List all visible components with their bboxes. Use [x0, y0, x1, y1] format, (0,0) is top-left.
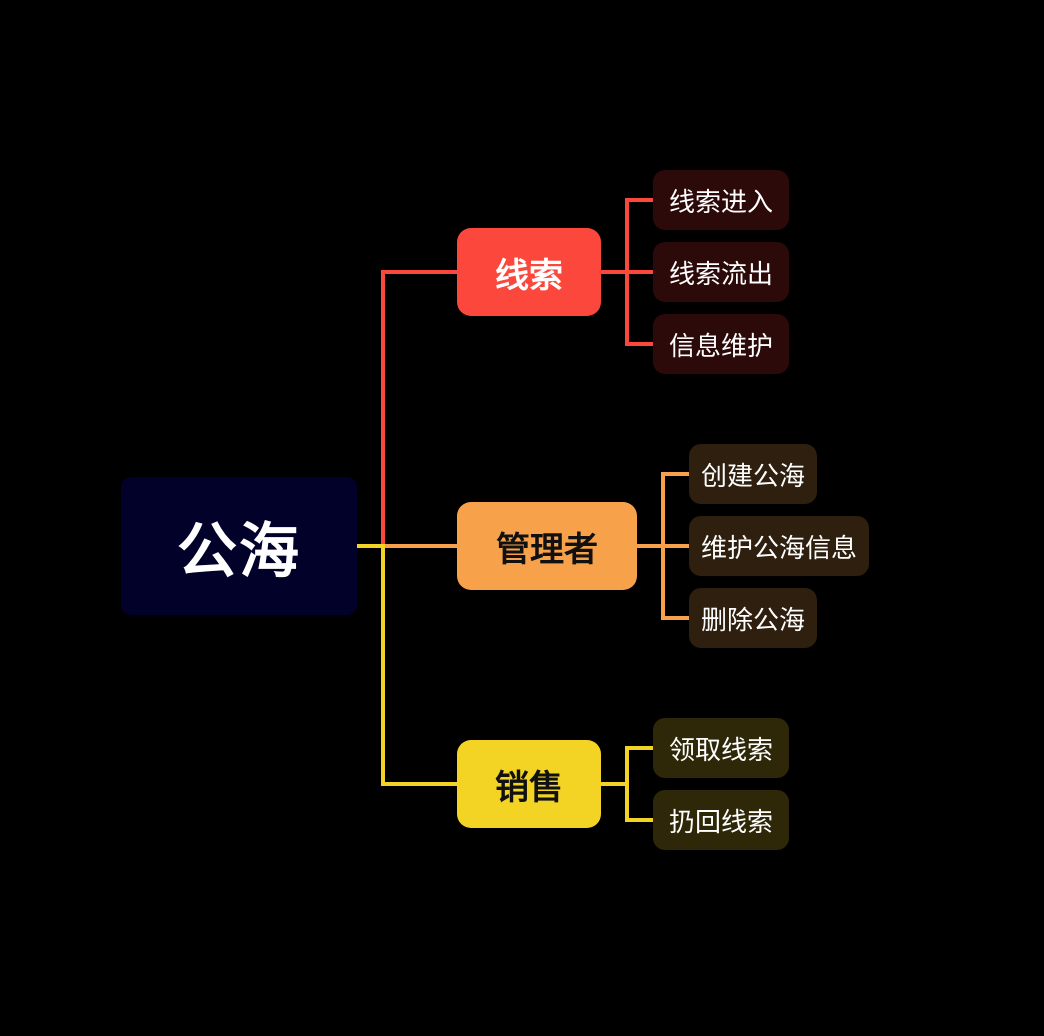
- branch-node-xiaoshou[interactable]: 销售: [457, 740, 601, 828]
- leaf-node[interactable]: 线索进入: [653, 170, 789, 230]
- leaf-node[interactable]: 维护公海信息: [689, 516, 870, 576]
- branch-node-guanlizhe[interactable]: 管理者: [457, 502, 637, 590]
- branch-node-xiansuo[interactable]: 线索: [457, 228, 601, 316]
- leaf-node[interactable]: 创建公海: [689, 444, 818, 504]
- leaf-node[interactable]: 扔回线索: [653, 790, 789, 850]
- leaf-node[interactable]: 信息维护: [653, 314, 789, 374]
- leaf-node[interactable]: 删除公海: [689, 588, 818, 648]
- leaf-node[interactable]: 线索流出: [653, 242, 789, 302]
- root-node[interactable]: 公海: [121, 477, 357, 615]
- leaf-node[interactable]: 领取线索: [653, 718, 789, 778]
